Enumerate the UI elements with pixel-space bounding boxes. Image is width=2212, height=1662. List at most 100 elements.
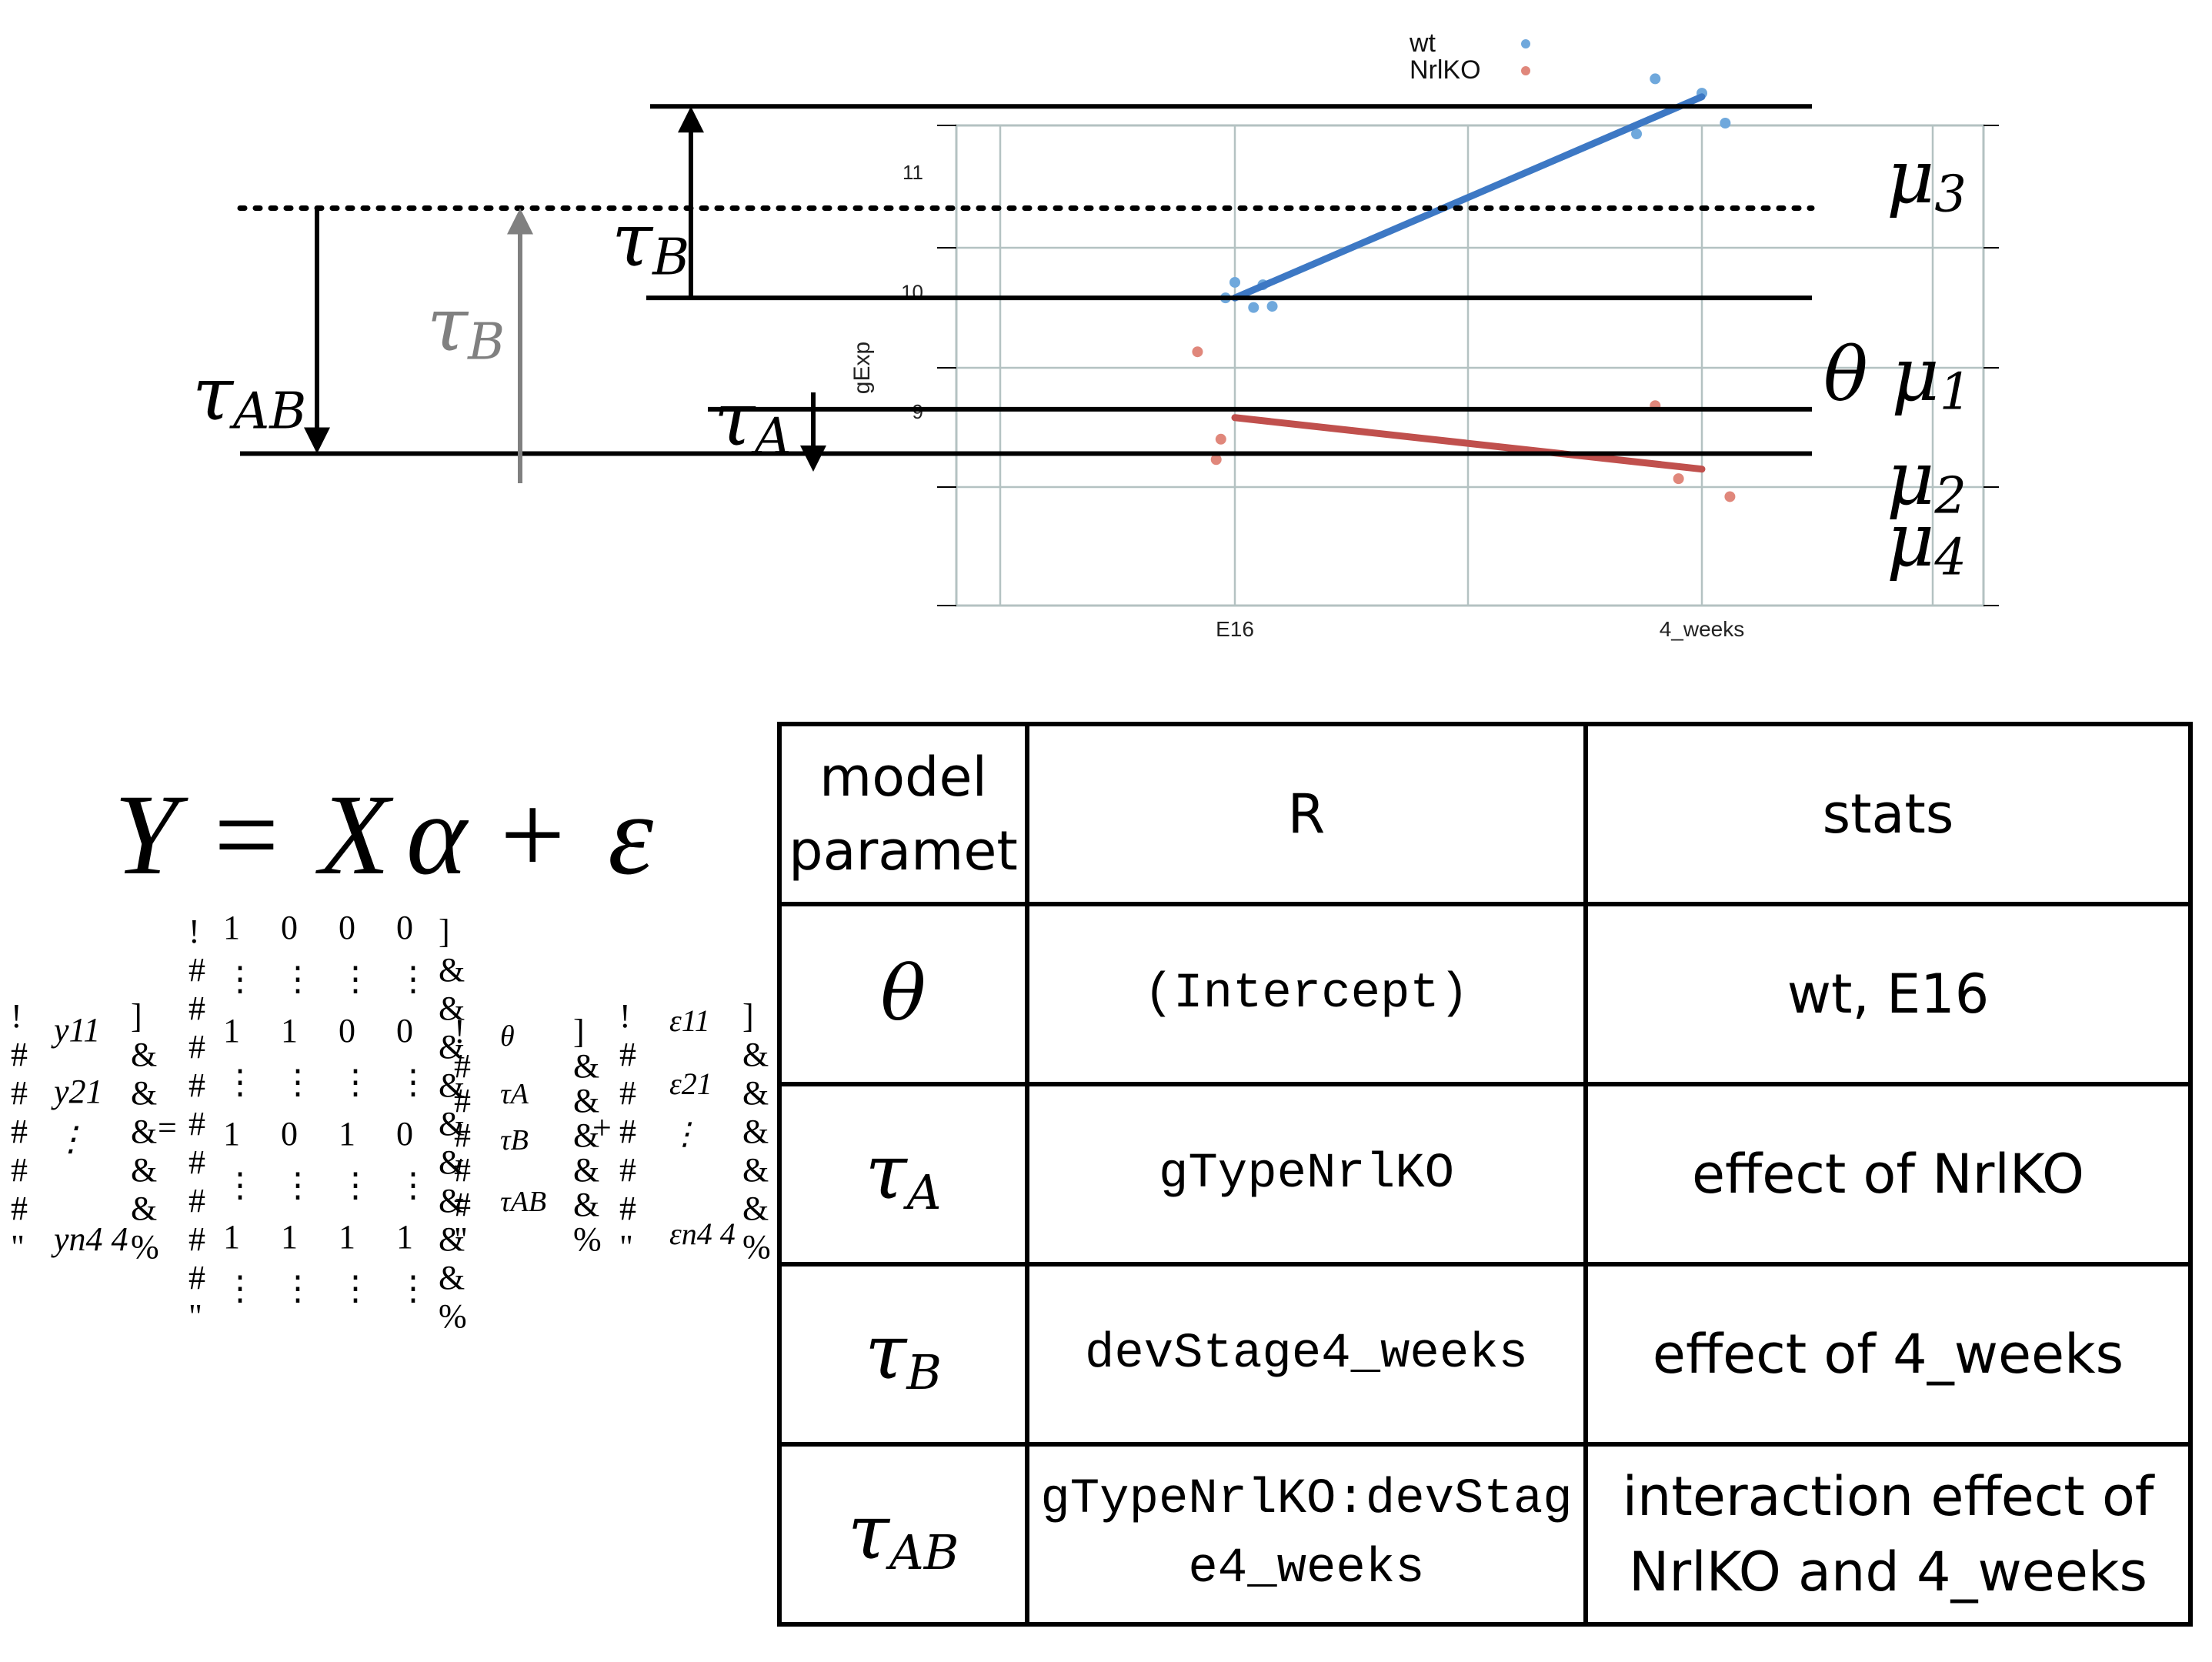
design-matrix-cell: 1 bbox=[223, 1115, 240, 1153]
design-bracket-left-5: # bbox=[189, 1105, 205, 1143]
alpha-bracket-right-4: & bbox=[573, 1151, 600, 1189]
eps-bracket-left-5: # bbox=[619, 1190, 636, 1227]
r-coefficient-name: gTypeNrlKO bbox=[1025, 1082, 1588, 1267]
r-coefficient-name: gTypeNrlKO:devStage4_weeks bbox=[1025, 1442, 1588, 1627]
design-matrix-cell: 0 bbox=[339, 909, 355, 946]
eps-bracket-right-3: & bbox=[742, 1113, 769, 1150]
design-matrix-cell: 0 bbox=[396, 909, 413, 946]
alpha-bracket-left-4: # bbox=[454, 1151, 471, 1189]
data-point-NrlKO bbox=[1210, 454, 1222, 466]
y-vector-bracket-left-0: ! bbox=[11, 997, 22, 1035]
design-bracket-left-0: ! bbox=[189, 913, 200, 950]
stats-description: effect of NrlKO bbox=[1583, 1082, 2193, 1267]
y-vector-entry: yn4 4 bbox=[54, 1220, 128, 1258]
mu2-label: μ2 bbox=[1887, 436, 1967, 526]
alpha-bracket-left-6: " bbox=[454, 1220, 468, 1258]
tauAB-arrow-head bbox=[304, 427, 330, 454]
design-bracket-left-10: " bbox=[189, 1297, 202, 1335]
design-bracket-left-1: # bbox=[189, 951, 205, 989]
eps-bracket-left-1: # bbox=[619, 1036, 636, 1073]
y-vector-bracket-left-1: # bbox=[11, 1036, 28, 1073]
y-vector-bracket-left-4: # bbox=[11, 1151, 28, 1189]
y-vector-bracket-left-5: # bbox=[11, 1190, 28, 1227]
eps-bracket-right-0: ] bbox=[742, 997, 754, 1035]
eps-bracket-left-3: # bbox=[619, 1113, 636, 1150]
eps-bracket-right-5: & bbox=[742, 1190, 769, 1227]
design-bracket-right-6: & bbox=[439, 1143, 465, 1181]
param-symbol: θ bbox=[880, 950, 926, 1038]
eps-vector-entry: ⋮ bbox=[669, 1116, 700, 1151]
legend-marker-nrlko bbox=[1521, 66, 1530, 75]
design-matrix-cell: 1 bbox=[339, 1218, 355, 1256]
r-coefficient-name: (Intercept) bbox=[1025, 902, 1588, 1086]
eps-bracket-right-4: & bbox=[742, 1151, 769, 1189]
alpha-bracket-right-3: & bbox=[573, 1116, 600, 1154]
design-matrix-cell: ⋮ bbox=[281, 1270, 315, 1307]
equation-equals: = bbox=[214, 771, 279, 899]
design-bracket-left-3: # bbox=[189, 1028, 205, 1066]
eps-bracket-right-6: % bbox=[742, 1228, 771, 1266]
alpha-vector-entry: τB bbox=[500, 1124, 529, 1156]
y-tick-label: 9 bbox=[912, 400, 923, 423]
design-matrix-cell: 1 bbox=[223, 1218, 240, 1256]
alpha-vector-entry: τAB bbox=[500, 1186, 547, 1218]
y-vector-entry: ⋮ bbox=[54, 1120, 88, 1158]
design-matrix-cell: ⋮ bbox=[396, 1166, 430, 1204]
eps-vector-entry: εn4 4 bbox=[669, 1216, 736, 1251]
tauA-label: τA bbox=[714, 376, 791, 466]
alpha-bracket-right-0: ] bbox=[573, 1013, 585, 1050]
eps-bracket-left-2: # bbox=[619, 1074, 636, 1112]
design-bracket-right-4: & bbox=[439, 1066, 465, 1104]
data-point-wt bbox=[1650, 73, 1661, 85]
alpha-bracket-right-1: & bbox=[573, 1047, 600, 1085]
stats-description: effect of 4_weeks bbox=[1583, 1262, 2193, 1447]
y-vector-bracket-left-3: # bbox=[11, 1113, 28, 1150]
y-tick-label: 11 bbox=[902, 161, 923, 184]
data-point-wt bbox=[1266, 301, 1278, 312]
param-symbol-cell: τB bbox=[777, 1262, 1029, 1447]
design-matrix-cell: ⋮ bbox=[339, 1166, 372, 1204]
eps-vector-entry: ε21 bbox=[669, 1066, 712, 1101]
tauB-arrow-head bbox=[678, 106, 704, 133]
y-vector-entry: y21 bbox=[54, 1073, 103, 1110]
data-point-NrlKO bbox=[1215, 433, 1226, 445]
y-vector-bracket-right-0: ] bbox=[131, 997, 142, 1035]
design-bracket-left-2: # bbox=[189, 990, 205, 1027]
param-symbol-cell: τA bbox=[777, 1082, 1029, 1267]
alpha-bracket-left-0: ! bbox=[454, 1013, 465, 1050]
alpha-vector-entry: θ bbox=[500, 1020, 515, 1053]
tauB-label: τB bbox=[612, 197, 689, 287]
design-bracket-left-6: # bbox=[189, 1143, 205, 1181]
y-vector-bracket-right-5: & bbox=[131, 1190, 158, 1227]
design-matrix-cell: ⋮ bbox=[339, 1270, 372, 1307]
r-coefficient-name: devStage4_weeks bbox=[1025, 1262, 1588, 1447]
alpha-bracket-left-3: # bbox=[454, 1116, 471, 1154]
design-matrix-cell: ⋮ bbox=[223, 1270, 257, 1307]
design-bracket-left-8: # bbox=[189, 1220, 205, 1258]
design-bracket-right-2: & bbox=[439, 990, 465, 1027]
tauB-grey-arrow-head bbox=[507, 208, 533, 235]
y-vector-entry: y11 bbox=[54, 1011, 101, 1049]
y-vector-bracket-right-6: % bbox=[131, 1228, 159, 1266]
tauA-arrow-head bbox=[800, 446, 826, 472]
y-vector-bracket-right-4: & bbox=[131, 1151, 158, 1189]
plot-panel bbox=[955, 124, 1985, 607]
trend-line-wt bbox=[1231, 93, 1706, 302]
equation-plus: + bbox=[500, 771, 566, 899]
design-matrix-cell: 0 bbox=[396, 1115, 413, 1153]
design-matrix-cell: ⋮ bbox=[223, 1166, 257, 1204]
eps-bracket-left-6: " bbox=[619, 1228, 633, 1266]
mu3-label: μ3 bbox=[1887, 134, 1967, 224]
design-matrix-cell: 0 bbox=[281, 909, 298, 946]
design-matrix-cell: 0 bbox=[339, 1012, 355, 1050]
equation-alpha: α bbox=[406, 771, 469, 899]
tauB-grey-label: τB bbox=[427, 282, 505, 372]
param-symbol-cell: θ bbox=[777, 902, 1029, 1086]
design-matrix-cell: 1 bbox=[396, 1218, 413, 1256]
